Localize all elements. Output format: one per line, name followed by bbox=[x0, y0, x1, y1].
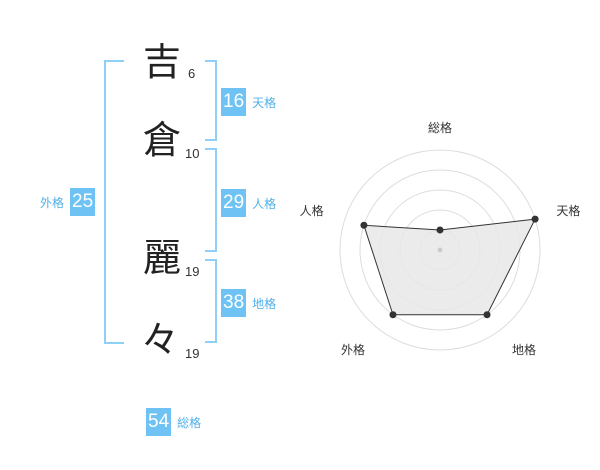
jinkaku-label: 人格 bbox=[252, 196, 277, 211]
tenkaku-bracket bbox=[205, 60, 217, 141]
radar-axis-label-1: 総格 bbox=[428, 120, 452, 135]
radar-axis-label-4: 外格 bbox=[341, 342, 365, 357]
radar-point-2 bbox=[531, 215, 539, 223]
radar-point-1 bbox=[436, 226, 444, 234]
radar-center-dot bbox=[437, 247, 443, 253]
tenkaku-label: 天格 bbox=[252, 95, 277, 110]
tenkaku-group: 16 天格 bbox=[221, 88, 276, 116]
name-char-3: 麗 bbox=[142, 236, 181, 280]
radar-grid-ring-5 bbox=[339, 149, 541, 351]
chikaku-bracket bbox=[205, 259, 217, 343]
tenkaku-value: 16 bbox=[221, 88, 247, 116]
chikaku-group: 38 地格 bbox=[221, 289, 276, 317]
name-char-4: 々 bbox=[140, 318, 179, 362]
name-char-1: 吉 bbox=[142, 40, 181, 84]
jinkaku-group: 29 人格 bbox=[221, 189, 276, 217]
radar-axis-label-2: 天格 bbox=[556, 203, 580, 218]
radar-point-3 bbox=[483, 311, 491, 319]
jinkaku-bracket bbox=[205, 148, 217, 252]
stroke-count-4: 19 bbox=[185, 346, 200, 361]
chikaku-value: 38 bbox=[221, 289, 247, 317]
stroke-count-1: 6 bbox=[188, 66, 196, 81]
radar-axis-label-5: 人格 bbox=[300, 203, 324, 218]
stroke-count-3: 19 bbox=[185, 264, 200, 279]
gaikaku-group: 外格 25 bbox=[40, 188, 96, 216]
stroke-count-2: 10 bbox=[185, 146, 200, 161]
soukaku-label: 総格 bbox=[177, 415, 202, 430]
soukaku-value: 54 bbox=[146, 408, 172, 436]
radar-point-5 bbox=[360, 221, 368, 229]
radar-point-4 bbox=[389, 311, 397, 319]
gaikaku-value: 25 bbox=[70, 188, 96, 216]
soukaku-group: 54 総格 bbox=[146, 408, 201, 436]
jinkaku-value: 29 bbox=[221, 189, 247, 217]
radar-series-area bbox=[363, 218, 536, 316]
gaikaku-bracket bbox=[104, 60, 124, 344]
chikaku-label: 地格 bbox=[252, 296, 277, 311]
gaikaku-label: 外格 bbox=[40, 195, 65, 210]
radar-axis-label-3: 地格 bbox=[512, 342, 536, 357]
name-char-2: 倉 bbox=[142, 118, 181, 162]
